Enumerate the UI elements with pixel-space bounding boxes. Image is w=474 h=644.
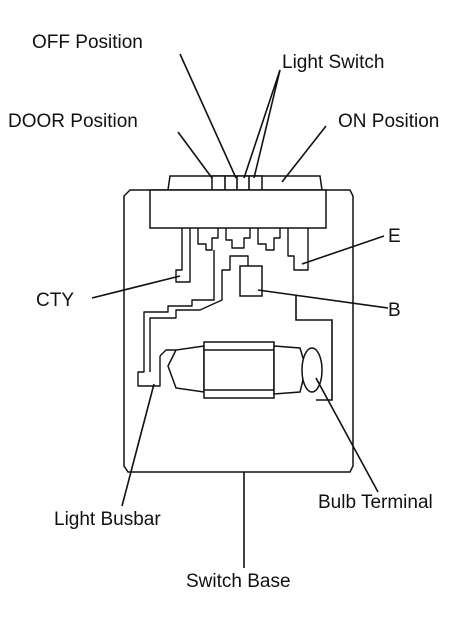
label-switch-base: Switch Base [186,571,291,592]
bulb [167,341,323,399]
b-terminal [239,265,263,297]
leader-off-position [179,53,237,179]
label-light-switch: Light Switch [282,52,384,73]
label-bulb-terminal: Bulb Terminal [318,492,433,513]
leader-on-position [281,125,327,183]
label-cty: CTY [36,290,74,311]
switch-body [149,189,327,229]
label-b: B [388,300,401,321]
switch-base-housing [123,189,354,473]
light-busbar [137,250,215,387]
leader-bulb-terminal [315,377,379,493]
leader-e [301,235,385,265]
leader-b [257,289,389,309]
leader-cty [91,275,181,299]
label-e: E [388,226,401,247]
bulb-terminal-housing [295,296,333,401]
leader-lines [91,53,389,568]
label-on-position: ON Position [338,111,439,132]
label-light-busbar: Light Busbar [54,509,161,530]
leader-light-switch-2 [253,69,281,179]
leader-door-position [177,131,213,179]
leader-light-switch-1 [243,69,281,179]
contact-terminals [175,228,309,283]
leader-light-busbar [121,383,155,507]
label-off-position: OFF Position [32,32,143,53]
label-door-position: DOOR Position [8,111,138,132]
